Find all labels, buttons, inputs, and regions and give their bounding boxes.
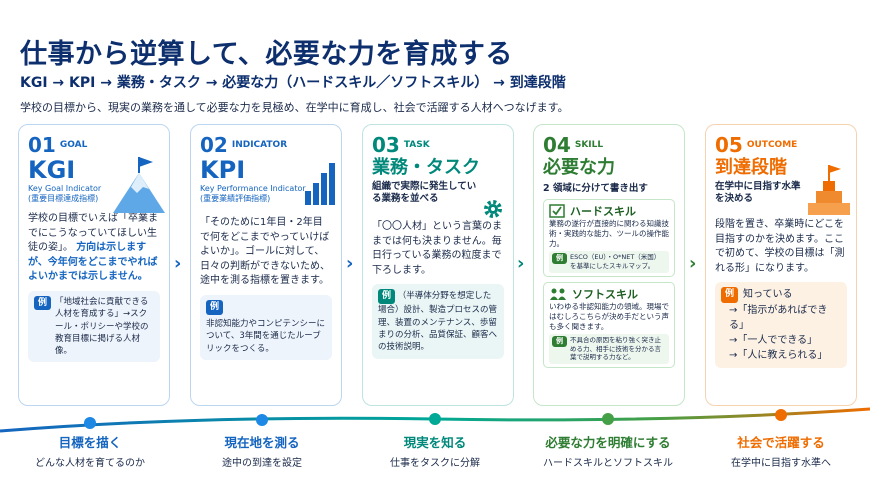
timeline-step-1: 目標を描く どんな人材を育てるのか bbox=[5, 432, 175, 469]
mountain-flag-icon bbox=[113, 157, 165, 213]
card-en-label: Key Goal Indicator bbox=[28, 184, 102, 194]
stairs-flag-icon bbox=[808, 165, 850, 215]
timeline-step-5: 社会で活躍する 在学中に目指す水準へ bbox=[696, 432, 866, 469]
chevron-right-icon: › bbox=[689, 253, 697, 274]
step-item: →「指示があればできる」 bbox=[729, 304, 828, 331]
example-text: ESCO（EU）・O*NET（米国）を基準にしたスキルマップ。 bbox=[570, 252, 661, 270]
card-tag: TASK bbox=[403, 140, 430, 150]
hard-skill-title: ハードスキル bbox=[570, 204, 636, 218]
example-badge: 例 bbox=[552, 252, 567, 265]
timeline-sub: どんな人材を育てるのか bbox=[35, 458, 145, 469]
timeline-sub: ハードスキルとソフトスキル bbox=[543, 458, 673, 469]
example-box: 例 知っている →「指示があればできる」 →「一人でできる」 →「人に教えられる… bbox=[715, 282, 847, 368]
step-item: →「人に教えられる」 bbox=[729, 349, 828, 361]
card-lead: 在学中に目指す水準を決める bbox=[715, 180, 801, 205]
card-title: 業務・タスク bbox=[372, 157, 480, 178]
example-text: 非認知能力やコンピテンシーについて、3年間を通じたルーブリックをつくる。 bbox=[206, 318, 326, 354]
soft-skill-box: ソフトスキル いわゆる非認知能力の領域。現場ではむしろこちらが決め手だという声も… bbox=[543, 281, 675, 369]
example-text: 不具合の原因を粘り強く突き止める力、相手に技術を分かる言葉で説明する力など。 bbox=[570, 335, 661, 362]
hard-skill-text: 業務の遂行が直接的に関わる知識技術・実践的な能力、ツールの操作能力。 bbox=[549, 218, 669, 248]
gear-icon bbox=[484, 200, 502, 218]
example-box: 例 非認知能力やコンピテンシーについて、3年間を通じたルーブリックをつくる。 bbox=[200, 294, 332, 360]
page-title: 仕事から逆算して、必要な力を育成する bbox=[20, 39, 513, 70]
timeline-sub: 途中の到達を設定 bbox=[222, 458, 302, 469]
timeline-main: 現実を知る bbox=[403, 435, 467, 450]
timeline-step-2: 現在地を測る 途中の到達を設定 bbox=[177, 432, 347, 469]
timeline-sub: 在学中に目指す水準へ bbox=[731, 458, 831, 469]
card-jp-label: (重要目標達成指標) bbox=[28, 194, 99, 204]
card-number: 05 bbox=[715, 133, 743, 157]
timeline-main: 目標を描く bbox=[58, 435, 122, 450]
soft-skill-example: 例 不具合の原因を粘り強く突き止める力、相手に技術を分かる言葉で説明する力など。 bbox=[549, 333, 669, 365]
card-body: 学校の目標でいえば「卒業までにこうなっていてほしい生徒の姿」。 方向は示しますが… bbox=[28, 212, 160, 285]
checkbox-icon bbox=[549, 203, 565, 218]
example-box: 例 （半導体分野を想定した場合）設計、製造プロセスの管理、装置のメンテナンス、歩… bbox=[372, 284, 504, 359]
card-number: 03 bbox=[372, 133, 400, 157]
example-badge: 例 bbox=[206, 299, 224, 315]
timeline-dot bbox=[429, 413, 441, 425]
hard-skill-example: 例 ESCO（EU）・O*NET（米国）を基準にしたスキルマップ。 bbox=[549, 250, 669, 273]
step-item: →「一人でできる」 bbox=[729, 334, 818, 346]
timeline-dot bbox=[256, 414, 268, 426]
card-body-text: 学校の目標でいえば「卒業までにこうなっていてほしい生徒の姿」。 bbox=[28, 213, 158, 254]
card-lead: 2 領域に分けて書き出す bbox=[543, 182, 648, 194]
card-tag: GOAL bbox=[59, 140, 88, 150]
card-title: 到達段階 bbox=[715, 157, 787, 178]
timeline-step-4: 必要な力を明確にする ハードスキルとソフトスキル bbox=[523, 432, 693, 469]
chevron-right-icon: › bbox=[346, 253, 354, 274]
timeline-sub: 仕事をタスクに分解 bbox=[390, 458, 480, 469]
example-text: 「地域社会に貢献できる人材を育成する」→スクール・ポリシーや学校の教育目標に掲げ… bbox=[55, 296, 149, 357]
timeline-dot bbox=[775, 409, 787, 421]
page-subtitle: KGI → KPI → 業務・タスク → 必要な力（ハードスキル／ソフトスキル）… bbox=[20, 75, 566, 91]
timeline-main: 必要な力を明確にする bbox=[545, 435, 671, 450]
card-body: 「〇〇人材」という言葉のままでは何も決まりません。毎日行っている業務の粒度まで下… bbox=[372, 221, 502, 276]
card-title: 必要な力 bbox=[543, 157, 615, 178]
timeline-main: 現在地を測る bbox=[224, 435, 300, 450]
card-body: 「そのために1年目・2年目で何をどこまでやっていけばよいか」。ゴールに対して、日… bbox=[200, 217, 330, 287]
bar-chart-icon bbox=[305, 163, 335, 205]
card-number: 02 bbox=[200, 133, 228, 157]
timeline-step-3: 現実を知る 仕事をタスクに分解 bbox=[350, 432, 520, 469]
card-title: KPI bbox=[200, 156, 246, 184]
card-title: KGI bbox=[28, 156, 76, 184]
card-number: 04 bbox=[543, 133, 571, 157]
card-lead: 組織で実際に発生している業務を並べる bbox=[372, 180, 477, 205]
timeline-dot bbox=[602, 413, 614, 425]
card-tag: OUTCOME bbox=[746, 140, 798, 150]
card-highlight: 方向は示しますが、今年何をどこまでやればよいかまでは示しません。 bbox=[28, 242, 158, 283]
soft-skill-text: いわゆる非認知能力の領域。現場ではむしろこちらが決め手だという声も多く聞きます。 bbox=[549, 301, 669, 331]
example-label: 知っている bbox=[743, 289, 793, 301]
page-description: 学校の目標から、現実の業務を通して必要な力を見極め、在学中に育成し、社会で活躍す… bbox=[20, 101, 569, 114]
example-badge: 例 bbox=[378, 289, 396, 305]
card-en-label: Key Performance Indicator bbox=[200, 184, 306, 194]
example-text: （半導体分野を想定した場合）設計、製造プロセスの管理、装置のメンテナンス、歩留ま… bbox=[378, 291, 498, 353]
people-icon bbox=[550, 288, 566, 300]
soft-skill-title: ソフトスキル bbox=[572, 287, 638, 301]
card-jp-label: (重要業績評価指標) bbox=[200, 194, 271, 204]
timeline-line bbox=[0, 407, 870, 433]
example-badge: 例 bbox=[34, 295, 52, 310]
example-badge: 例 bbox=[721, 287, 739, 303]
example-box: 例 「地域社会に貢献できる人材を育成する」→スクール・ポリシーや学校の教育目標に… bbox=[28, 290, 160, 363]
chevron-right-icon: › bbox=[517, 253, 525, 274]
card-body: 段階を置き、卒業時にどこを目指すのかを決めます。ここで初めて、学校の目標は「測れ… bbox=[715, 219, 845, 274]
timeline-dot bbox=[84, 417, 96, 429]
example-badge: 例 bbox=[552, 335, 567, 348]
card-number: 01 bbox=[28, 133, 56, 157]
hard-skill-box: ハードスキル 業務の遂行が直接的に関わる知識技術・実践的な能力、ツールの操作能力… bbox=[543, 198, 675, 277]
timeline-main: 社会で活躍する bbox=[737, 435, 825, 450]
card-tag: SKILL bbox=[574, 140, 604, 150]
card-tag: INDICATOR bbox=[231, 140, 288, 150]
chevron-right-icon: › bbox=[174, 253, 182, 274]
